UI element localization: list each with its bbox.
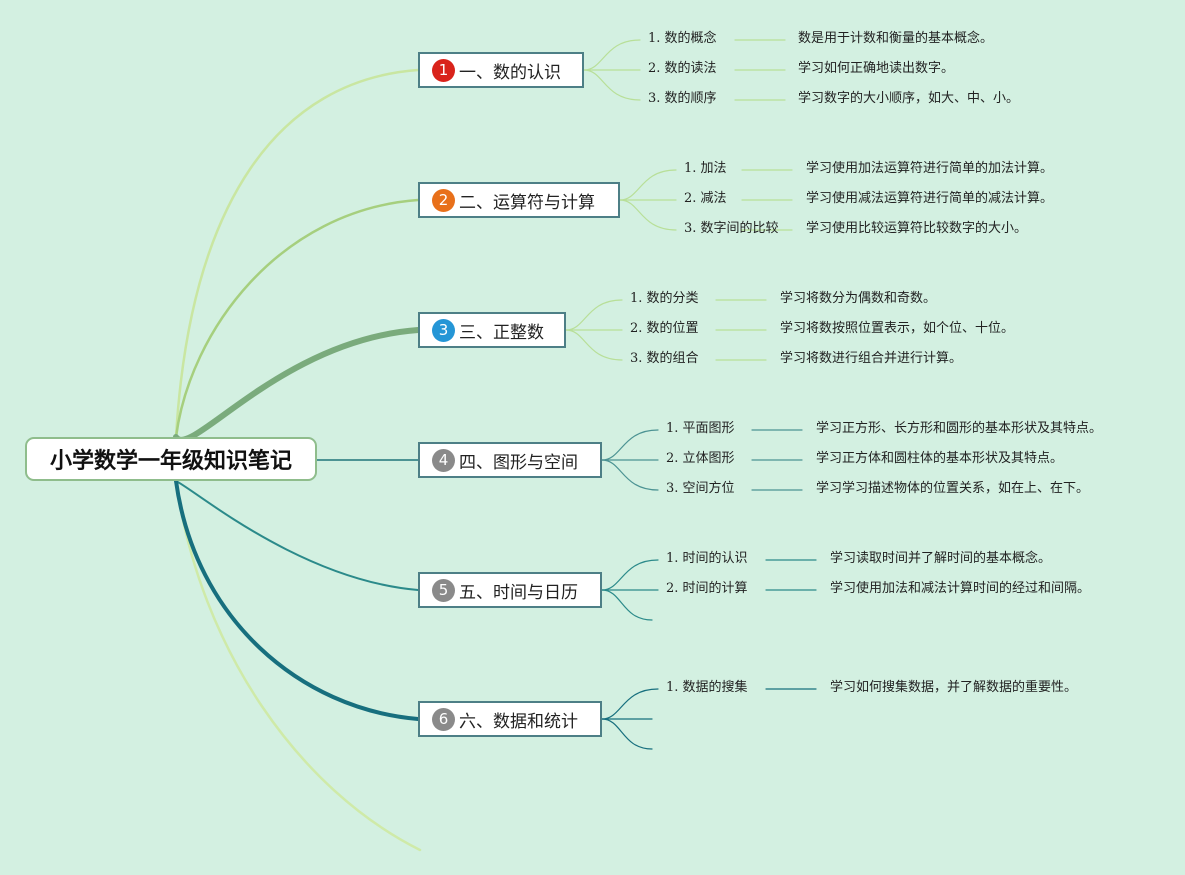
subtopic-description: 学习数字的大小顺序，如大、中、小。 [798, 91, 1020, 106]
branch-label: 三、正整数 [459, 322, 544, 343]
branch-label: 四、图形与空间 [459, 452, 578, 473]
subtopic-label[interactable]: 3. 数字间的比较 [684, 221, 779, 236]
branch-label: 六、数据和统计 [459, 711, 578, 732]
subtopic-label[interactable]: 1. 加法 [684, 161, 727, 176]
root-link-tail [174, 479, 422, 852]
root-link-6 [174, 479, 420, 721]
branch-label: 五、时间与日历 [459, 582, 578, 603]
root-link-5 [175, 480, 419, 591]
fan-link-4-3 [601, 459, 659, 491]
number-badge-icon: 2 [432, 188, 455, 212]
number-badge-icon: 3 [432, 318, 455, 342]
subtopic-description: 学习读取时间并了解时间的基本概念。 [830, 551, 1052, 566]
fan-link-5-3 [601, 589, 653, 621]
fan-link-2-3 [619, 199, 677, 231]
subtopic-label[interactable]: 1. 平面图形 [666, 421, 735, 436]
number-badge-icon: 4 [432, 448, 455, 472]
subtopic-label[interactable]: 1. 数的分类 [630, 291, 699, 306]
number-badge-icon: 5 [432, 578, 455, 602]
fan-link-1-1 [583, 39, 641, 71]
subtopic-label[interactable]: 3. 数的顺序 [648, 91, 717, 106]
fan-link-1-3 [583, 69, 641, 101]
subtopic-description: 学习正方体和圆柱体的基本形状及其特点。 [816, 451, 1064, 466]
subtopic-label[interactable]: 1. 数据的搜集 [666, 680, 748, 695]
fan-link-5-1 [601, 559, 659, 591]
root-link-3 [173, 327, 421, 443]
subtopic-label[interactable]: 2. 减法 [684, 191, 727, 206]
subtopic-label[interactable]: 2. 立体图形 [666, 451, 735, 466]
subtopic-description: 学习如何搜集数据，并了解数据的重要性。 [830, 680, 1078, 695]
subtopic-description: 学习正方形、长方形和圆形的基本形状及其特点。 [816, 421, 1103, 436]
subtopic-label[interactable]: 3. 空间方位 [666, 481, 735, 496]
subtopic-description: 学习学习描述物体的位置关系，如在上、在下。 [816, 481, 1090, 496]
subtopic-description: 学习使用加法和减法计算时间的经过和间隔。 [830, 581, 1091, 596]
subtopic-label[interactable]: 2. 时间的计算 [666, 581, 748, 596]
subtopic-description: 学习将数分为偶数和奇数。 [780, 291, 937, 306]
subtopic-label[interactable]: 1. 数的概念 [648, 31, 717, 46]
branch-label: 二、运算符与计算 [459, 192, 595, 213]
branch-label: 一、数的认识 [459, 62, 561, 83]
number-badge-icon: 1 [432, 58, 455, 82]
root-link-1 [174, 68, 420, 439]
subtopic-description: 学习如何正确地读出数字。 [798, 61, 955, 76]
root-link-2 [174, 198, 420, 439]
fan-link-6-3 [601, 718, 653, 750]
root-topic[interactable]: 小学数学一年级知识笔记 [25, 437, 317, 481]
number-badge-icon: 6 [432, 707, 455, 731]
fan-link-3-1 [565, 299, 623, 331]
subtopic-label[interactable]: 2. 数的位置 [630, 321, 699, 336]
subtopic-label[interactable]: 3. 数的组合 [630, 351, 699, 366]
subtopic-description: 数是用于计数和衡量的基本概念。 [798, 31, 994, 46]
subtopic-description: 学习使用减法运算符进行简单的减法计算。 [806, 191, 1054, 206]
fan-link-4-1 [601, 429, 659, 461]
subtopic-description: 学习将数按照位置表示，如个位、十位。 [780, 321, 1015, 336]
fan-link-3-3 [565, 329, 623, 361]
fan-link-2-1 [619, 169, 677, 201]
fan-link-6-1 [601, 688, 659, 720]
subtopic-label[interactable]: 1. 时间的认识 [666, 551, 748, 566]
subtopic-description: 学习使用加法运算符进行简单的加法计算。 [806, 161, 1054, 176]
subtopic-description: 学习使用比较运算符比较数字的大小。 [806, 221, 1028, 236]
subtopic-label[interactable]: 2. 数的读法 [648, 61, 717, 76]
root-title: 小学数学一年级知识笔记 [49, 449, 292, 474]
subtopic-description: 学习将数进行组合并进行计算。 [780, 351, 963, 366]
